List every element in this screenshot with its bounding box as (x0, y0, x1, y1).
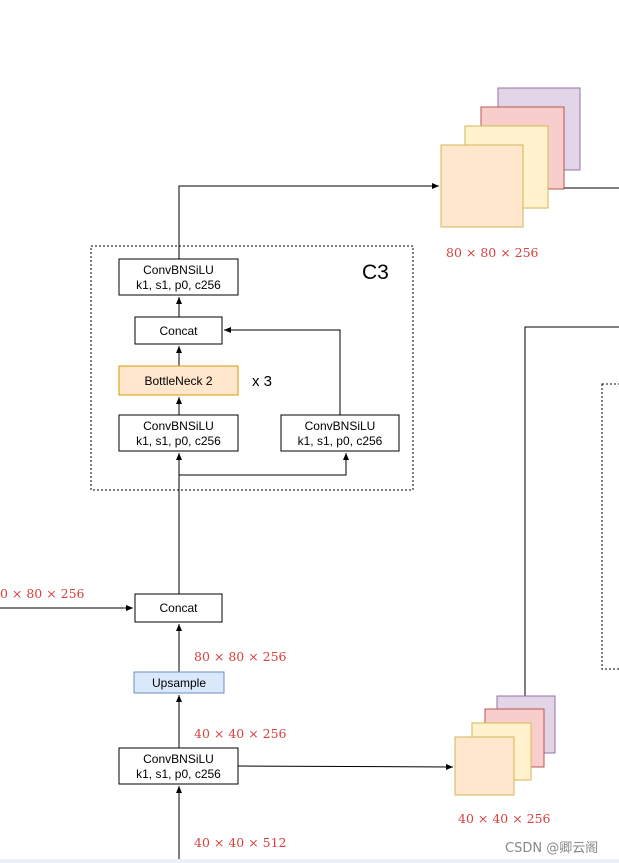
connector (178, 183, 439, 259)
concat-label: Concat (159, 324, 198, 338)
c3-title: C3 (362, 261, 389, 284)
upsample-block[interactable]: Upsample (133, 671, 225, 694)
c3-concat[interactable]: Concat (134, 316, 223, 345)
conv-params: k1, s1, p0, c256 (136, 434, 221, 448)
dim-label: 40 × 40 × 512 (194, 835, 287, 850)
conv-label: ConvBNSiLU (143, 752, 214, 766)
conv-bottom[interactable]: ConvBNSiLU k1, s1, p0, c256 (118, 747, 239, 785)
conv-label: ConvBNSiLU (143, 263, 214, 277)
dim-label: 40 × 40 × 256 (458, 811, 551, 826)
c3-container (90, 245, 414, 491)
bottom-edge (0, 859, 619, 863)
c3-bottleneck[interactable]: BottleNeck 2 (118, 365, 239, 396)
upsample-label: Upsample (152, 676, 206, 690)
c3-conv-right[interactable]: ConvBNSiLU k1, s1, p0, c256 (280, 414, 400, 452)
connector (524, 326, 619, 696)
dim-label: 80 × 80 × 256 (446, 245, 539, 260)
c3-conv-top[interactable]: ConvBNSiLU k1, s1, p0, c256 (118, 258, 239, 296)
next-module-container (601, 383, 619, 670)
concat-label: Concat (159, 601, 198, 615)
repeat-label: x 3 (252, 373, 272, 390)
c3-conv-left[interactable]: ConvBNSiLU k1, s1, p0, c256 (118, 414, 239, 452)
dim-label: 40 × 40 × 256 (194, 726, 287, 741)
connector (179, 453, 349, 476)
conv-params: k1, s1, p0, c256 (136, 278, 221, 292)
watermark: CSDN @卿云阁 (505, 841, 598, 856)
feature-map-stack-bottom (454, 695, 556, 796)
connector (237, 763, 454, 770)
bottleneck-label: BottleNeck 2 (144, 374, 212, 388)
dim-label: 80 × 80 × 256 (0, 586, 85, 601)
conv-label: ConvBNSiLU (305, 419, 376, 433)
dim-label: 80 × 80 × 256 (194, 649, 287, 664)
conv-label: ConvBNSiLU (143, 419, 214, 433)
conv-params: k1, s1, p0, c256 (136, 767, 221, 781)
connector (224, 327, 341, 415)
feature-map-stack-top (440, 87, 581, 228)
conv-params: k1, s1, p0, c256 (298, 434, 383, 448)
concat-block[interactable]: Concat (134, 593, 223, 623)
